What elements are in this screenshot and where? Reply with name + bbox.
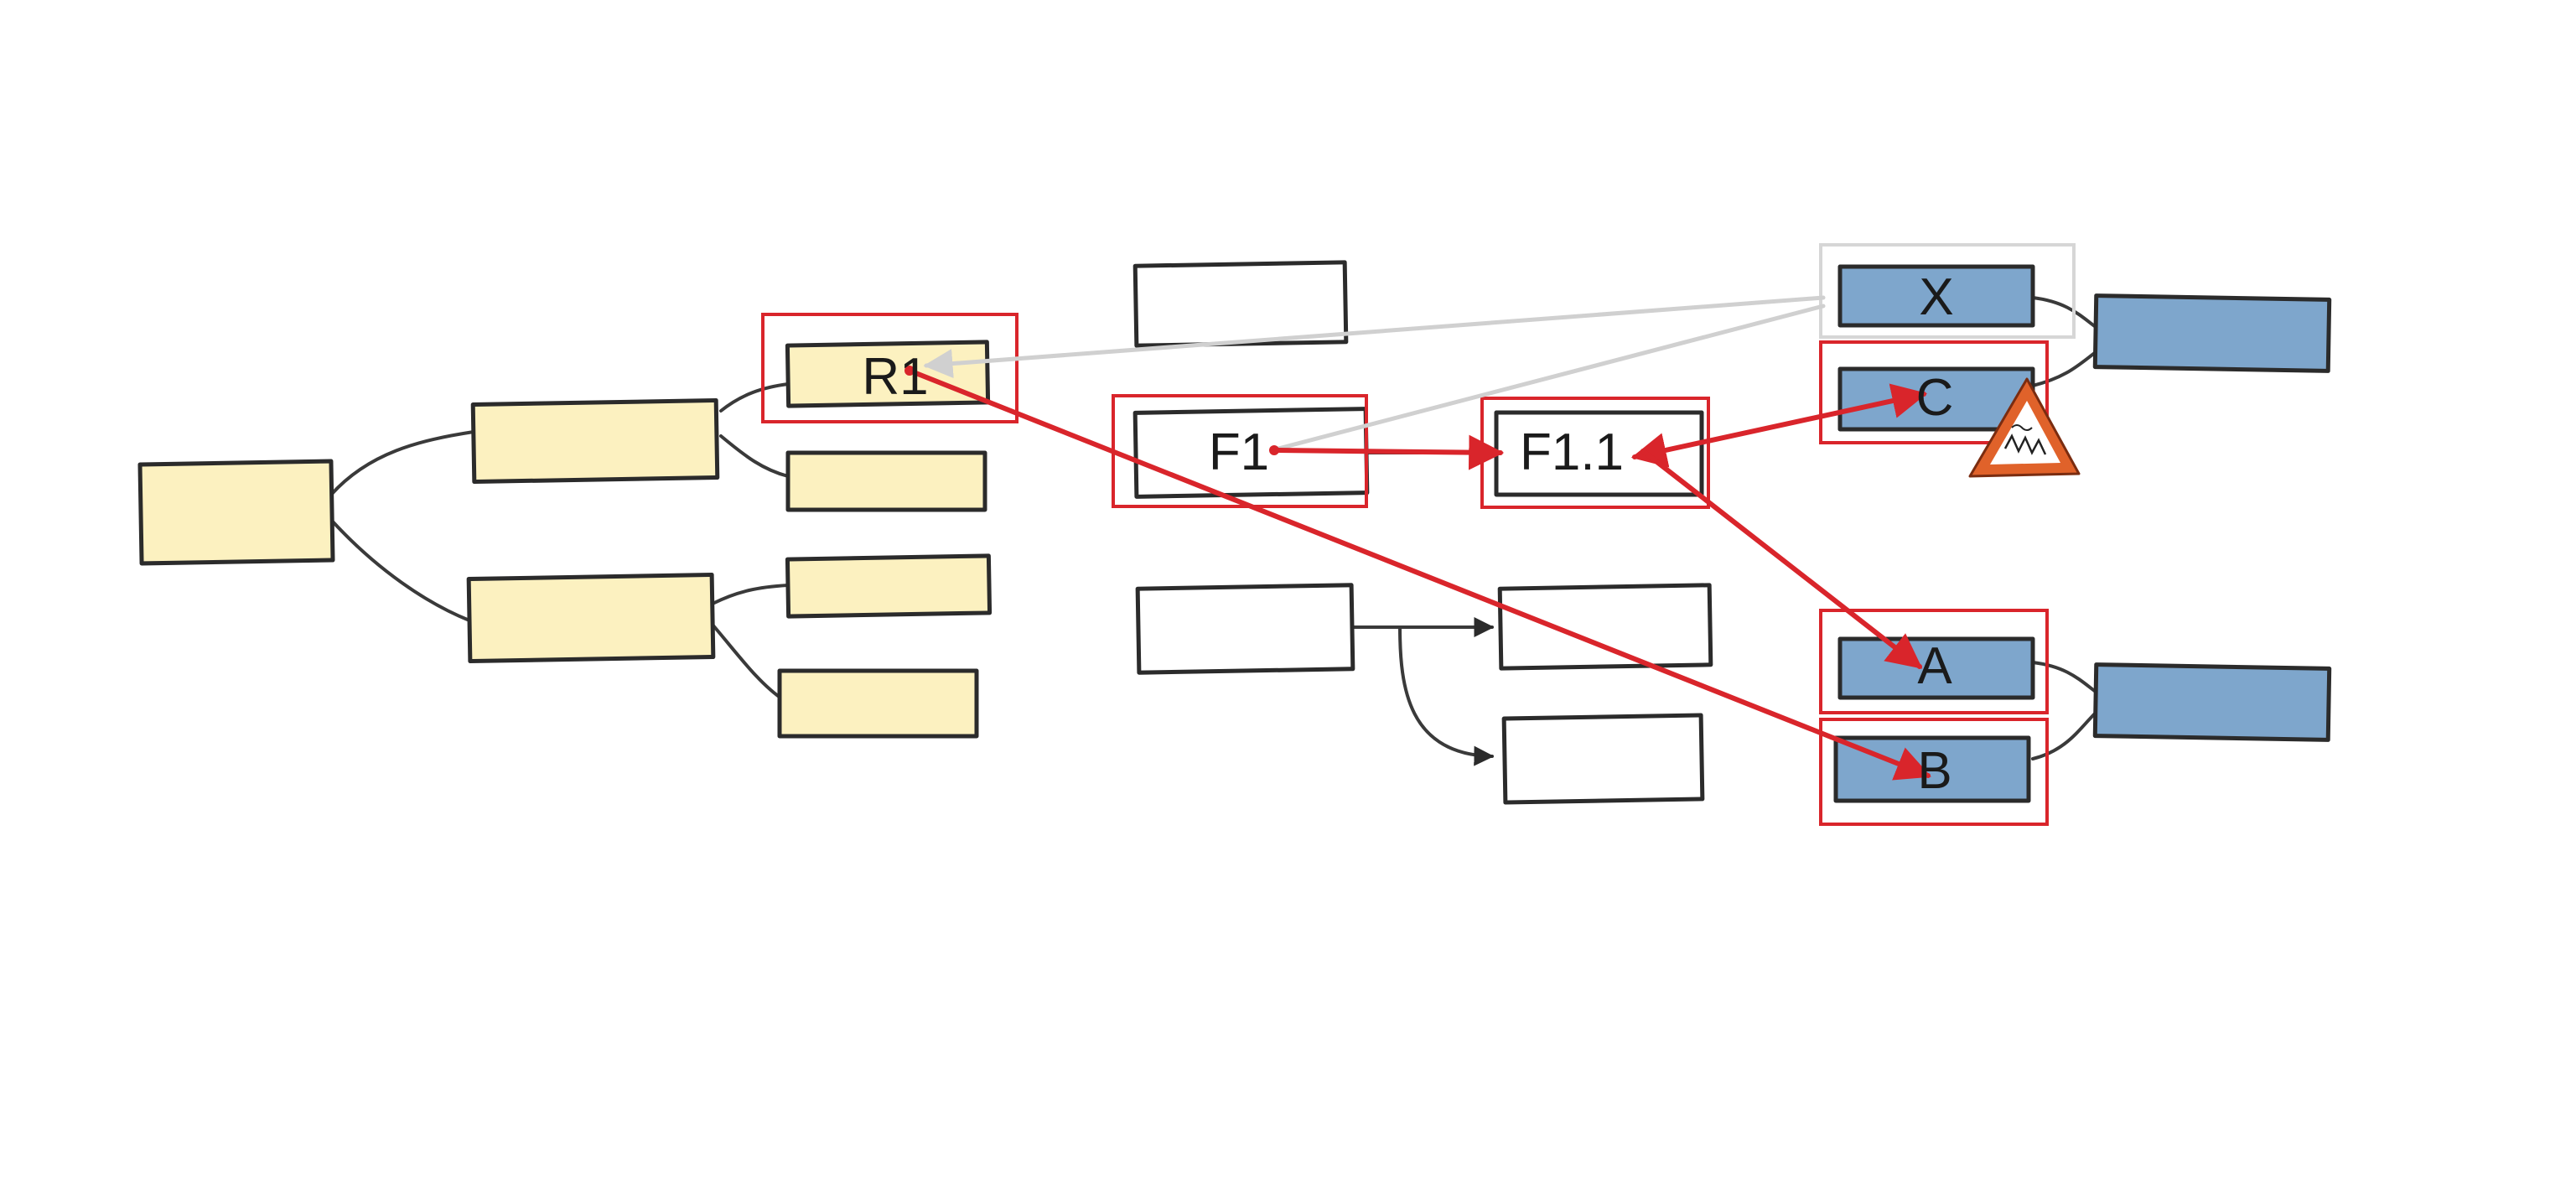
f1-label: F1 — [1209, 423, 1269, 481]
b-frame — [1819, 718, 2049, 826]
box-labels: R1 F1 F1.1 X C A B — [862, 268, 1953, 800]
blue-parent-bottom-box — [2092, 662, 2332, 742]
yellow-branch-lower-box — [466, 572, 716, 664]
r1-frame — [761, 313, 1018, 423]
faded-dependencies — [923, 295, 1826, 451]
r1-label: R1 — [862, 348, 928, 406]
yellow-root-box — [137, 459, 335, 566]
r1-to-b-arrow — [907, 368, 1931, 781]
white-bottom-box — [1501, 713, 1705, 805]
f1-to-f11-arrow — [1272, 434, 1505, 470]
white-top-box — [1133, 260, 1349, 348]
x-to-r1-arrow — [923, 295, 1826, 379]
blue-parent-top-box — [2092, 293, 2332, 373]
white-mid-right-box — [1497, 583, 1713, 671]
red-dependencies — [904, 366, 1931, 781]
yellow-tree — [137, 340, 993, 739]
warning-triangle-icon — [1968, 377, 2081, 478]
yellow-leaf-2-box — [785, 450, 987, 512]
b-label: B — [1917, 742, 1951, 800]
yellow-branch-upper-box — [470, 397, 720, 485]
x-label: X — [1919, 268, 1953, 326]
f11-to-a-arrow — [1640, 449, 1923, 669]
x-box — [1837, 264, 2035, 328]
a-frame — [1819, 609, 2049, 714]
yellow-leaf-4-box — [777, 668, 979, 739]
c-label: C — [1916, 369, 1954, 427]
a-label: A — [1917, 637, 1952, 695]
b-box — [1833, 735, 2031, 803]
yellow-leaf-3-box — [785, 553, 993, 619]
f11-to-c-arrow — [1630, 383, 1928, 468]
white-mid-left-box — [1135, 583, 1355, 675]
x-to-f1-arrow — [1276, 304, 1826, 451]
x-frame — [1819, 243, 2076, 339]
f11-label: F1.1 — [1520, 423, 1624, 481]
a-box — [1837, 636, 2035, 700]
